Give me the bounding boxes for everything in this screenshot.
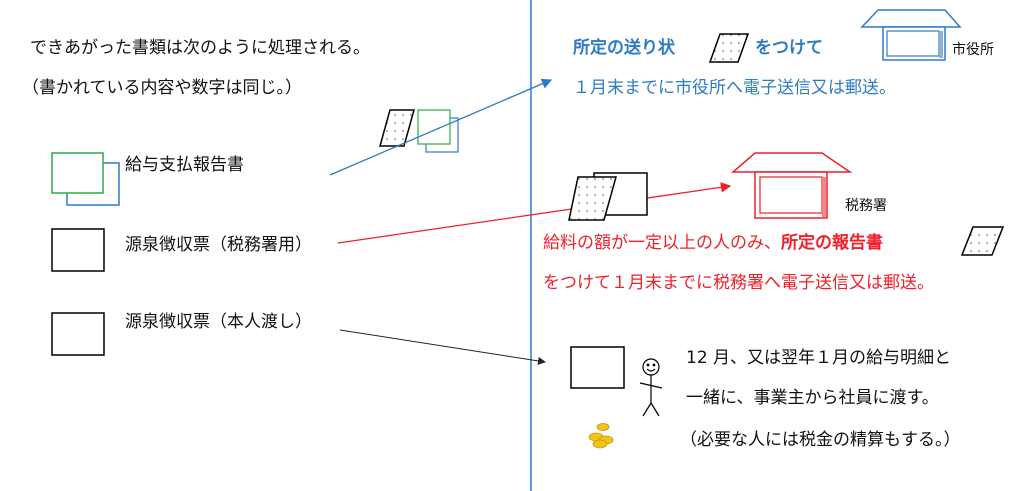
employee-line-3: （必要な人には税金の精算もする。） (680, 430, 961, 450)
employee-line-2: 一緒に、事業主から社員に渡す。 (686, 388, 939, 408)
employee-stick-figure-icon (639, 358, 663, 417)
coins-icon (588, 423, 614, 449)
arrow-to-employee (339, 329, 546, 365)
tax-office-line-1-bold: 所定の報告書 (781, 233, 883, 253)
document-label: 給与支払報告書 (125, 155, 244, 175)
cover-letter-icon (708, 33, 750, 63)
personal-slip-doc-icon (51, 312, 105, 356)
tax-office-building-icon (730, 152, 853, 219)
intro-line-2: （書かれている内容や数字は同じ。） (22, 78, 302, 98)
tax-report-doc-icon (568, 172, 648, 221)
document-label: 源泉徴収票（本人渡し） (125, 312, 312, 332)
intro-line-1: できあがった書類は次のように処理される。 (30, 38, 370, 58)
document-label: 源泉徴収票（税務署用） (125, 235, 312, 255)
tax-slip-doc-icon (51, 228, 105, 272)
city-office-building-icon (860, 9, 962, 61)
city-office-label: 市役所 (952, 42, 994, 58)
tax-office-line-1: 給料の額が一定以上の人のみ、所定の報告書 (543, 233, 883, 253)
withholding-slip-doc-icon (570, 346, 625, 389)
payment-report-doc-icon (51, 152, 120, 206)
employee-line-1: 12 月、又は翌年１月の給与明細と (686, 348, 952, 368)
arrow-to-tax-office (337, 182, 732, 244)
tax-office-label: 税務署 (845, 198, 887, 214)
tax-office-line-2: をつけて１月末までに税務署へ電子送信又は郵送。 (543, 273, 934, 293)
city-office-heading-suffix: をつけて (755, 38, 823, 58)
report-form-icon (960, 226, 1005, 256)
cover-letter-with-report-icon (379, 109, 459, 153)
city-office-line-2: １月末までに市役所へ電子送信又は郵送。 (573, 78, 896, 98)
city-office-heading-bold: 所定の送り状 (573, 38, 675, 58)
arrow-to-city-office (329, 78, 553, 176)
tax-office-line-1-prefix: 給料の額が一定以上の人のみ、 (543, 233, 781, 253)
